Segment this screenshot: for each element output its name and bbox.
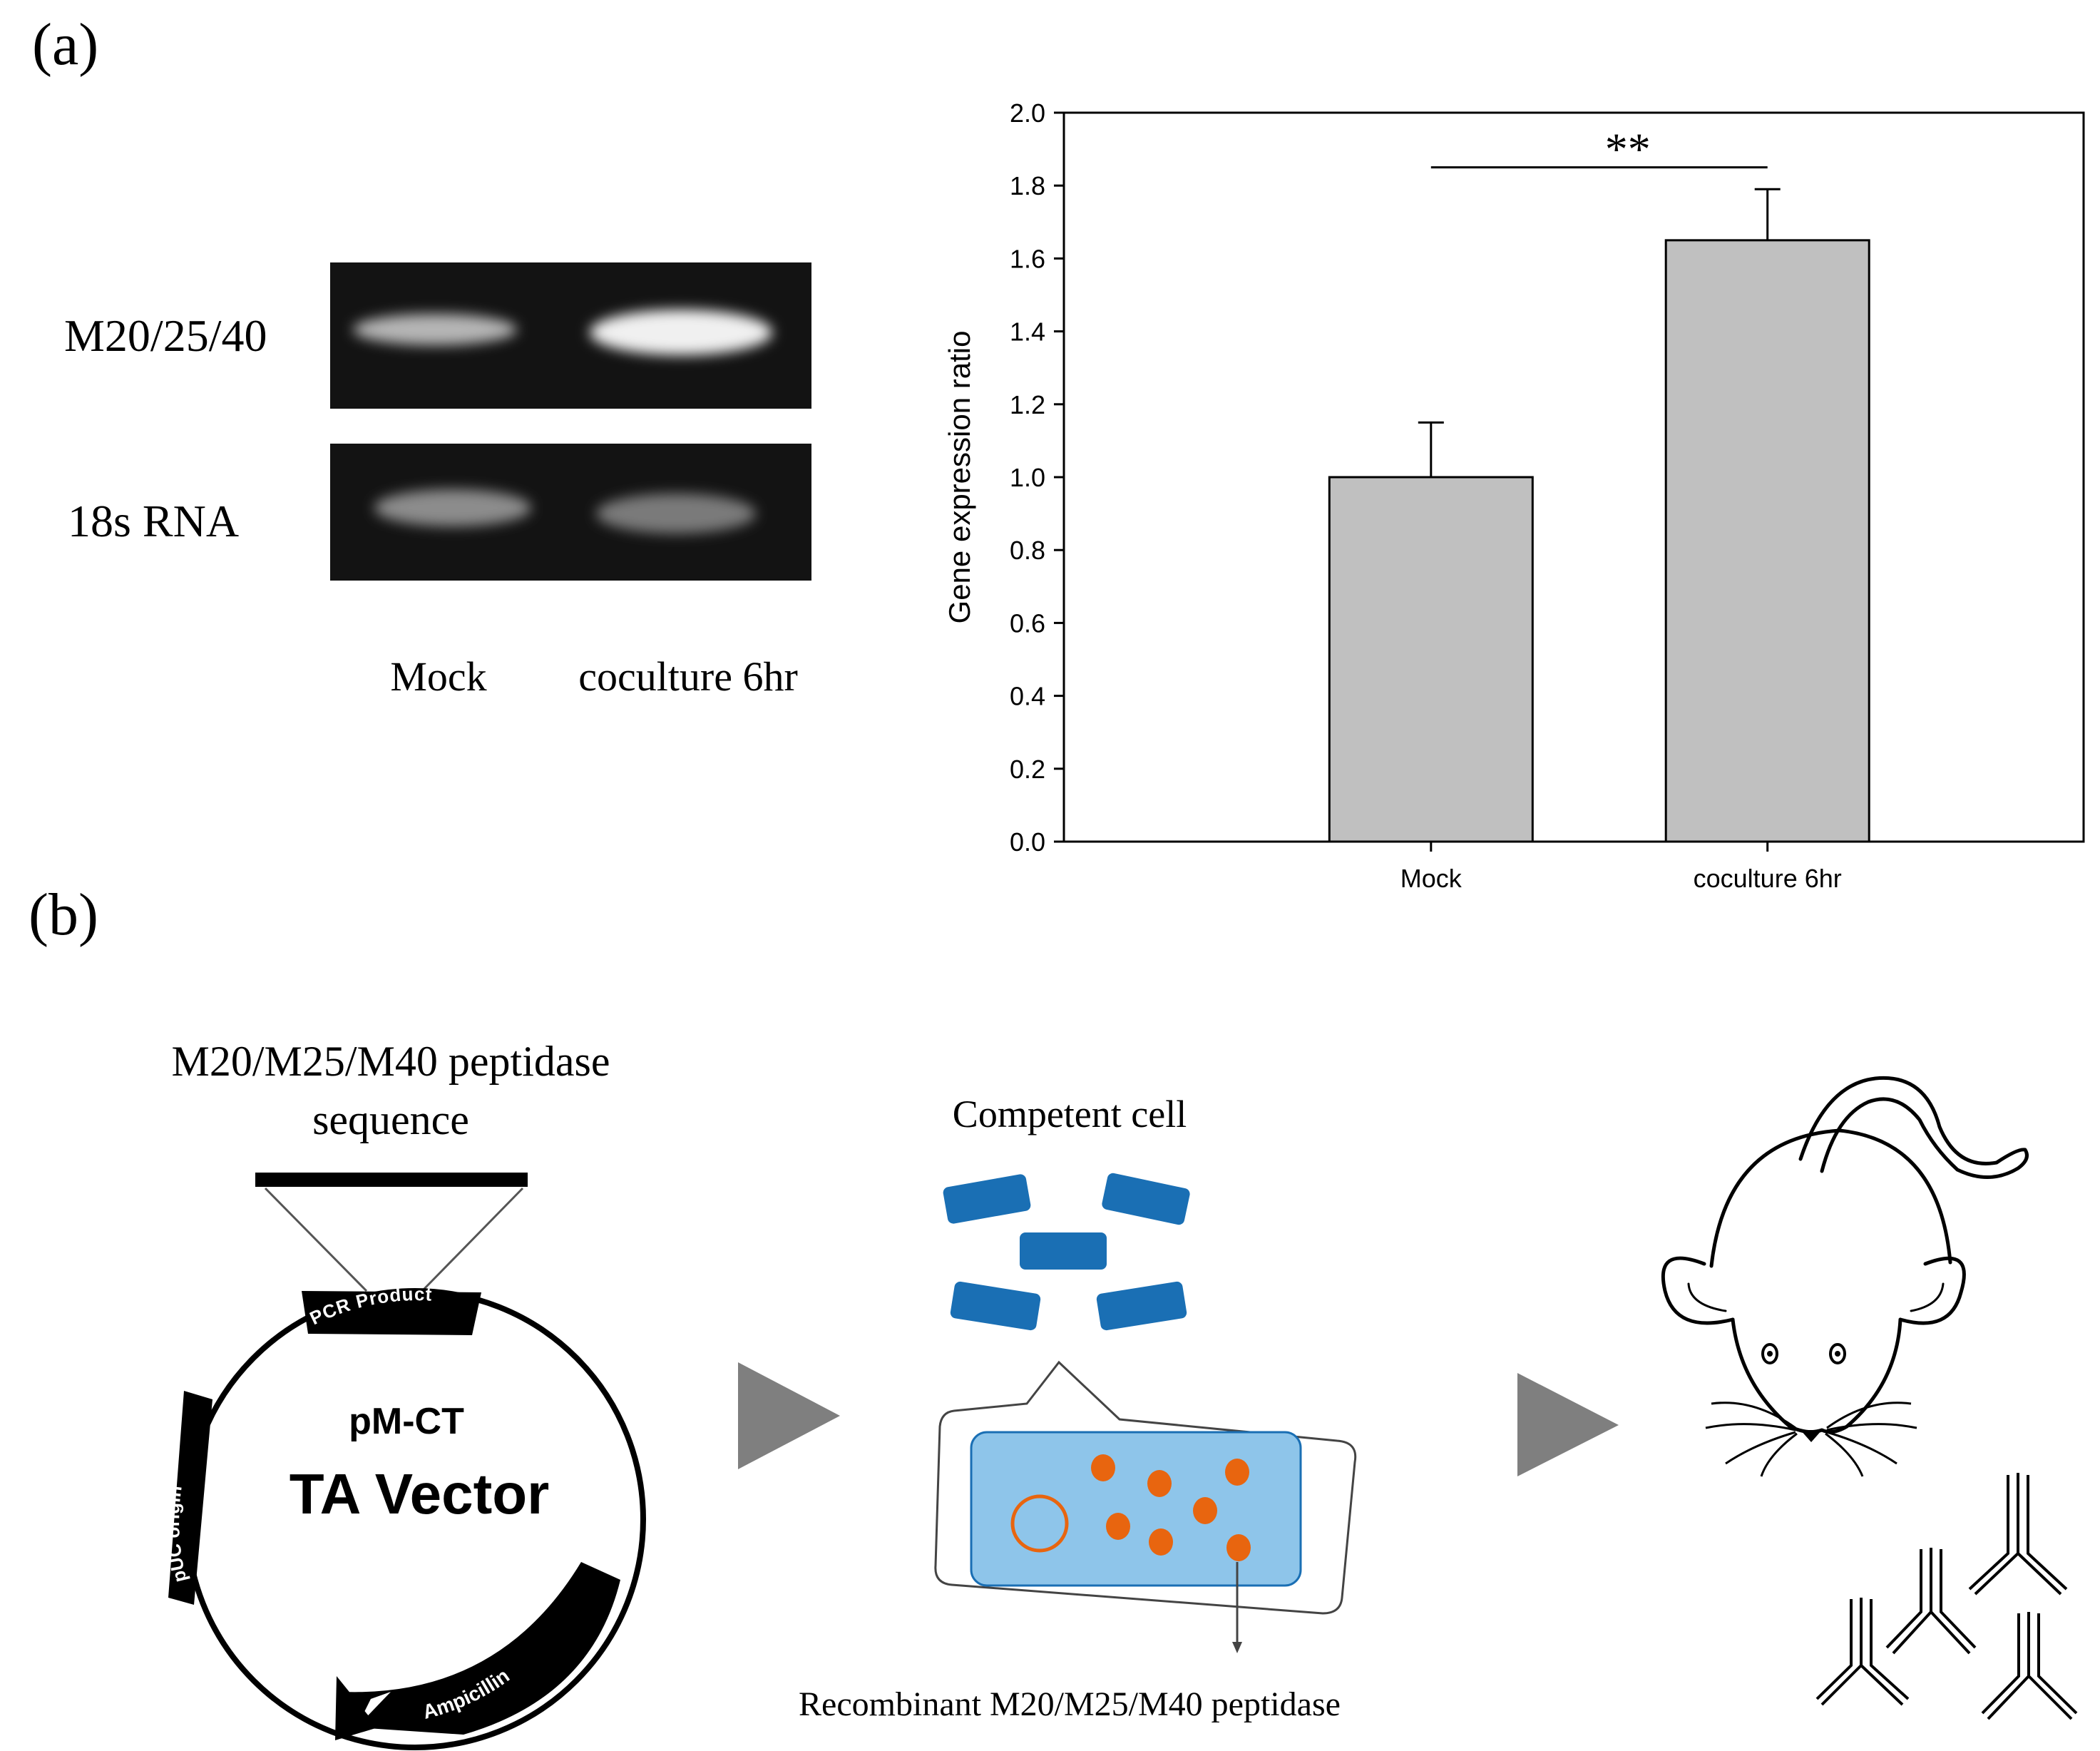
antibody-icon bbox=[1981, 1612, 2078, 1720]
gel-band-coculture-18s bbox=[596, 494, 756, 534]
mouse-icon bbox=[1661, 1076, 2029, 1434]
arrow-right-1 bbox=[738, 1362, 840, 1469]
panel-a-label: (a) bbox=[32, 11, 98, 78]
y-tick-label: 1.6 bbox=[1010, 244, 1045, 273]
y-tick-label: 0.0 bbox=[1010, 827, 1045, 857]
gel-band-mock-18s bbox=[374, 489, 531, 526]
recombinant-product-label: Recombinant M20/M25/M40 peptidase bbox=[799, 1685, 1341, 1723]
plasmid-map: PCR Product pUC origin Ampicillin pM-CT … bbox=[162, 1283, 646, 1750]
protein-dot bbox=[1226, 1534, 1251, 1561]
competent-cell bbox=[1096, 1281, 1187, 1331]
gel-row-label-m20: M20/25/40 bbox=[64, 310, 267, 361]
panel-b-label: (b) bbox=[29, 882, 98, 948]
mouse-ear-left-inner bbox=[1687, 1282, 1727, 1312]
ampicillin-arrowhead bbox=[335, 1676, 378, 1740]
y-tick-label: 0.6 bbox=[1010, 608, 1045, 638]
antibody-icon bbox=[1968, 1473, 2068, 1596]
recombinant-proteins bbox=[1091, 1454, 1251, 1561]
y-tick-label: 1.2 bbox=[1010, 390, 1045, 419]
y-tick-label: 1.4 bbox=[1010, 317, 1045, 347]
gel-row-label-18s: 18s RNA bbox=[68, 496, 239, 546]
bar bbox=[1664, 239, 1870, 843]
x-tick-label: coculture 6hr bbox=[1694, 864, 1842, 893]
mouse-ear-right bbox=[1898, 1256, 1966, 1325]
protein-dot bbox=[1149, 1528, 1173, 1556]
mouse-eye-left bbox=[1761, 1343, 1778, 1364]
gel-image bbox=[330, 262, 811, 581]
antibody-icon bbox=[1885, 1548, 1977, 1655]
bar-chart: 0.0 0.2 0.4 0.6 0.8 1.0 1.2 1.4 1.6 1.8 2.0 Mock co… bbox=[943, 98, 2085, 893]
origin-block bbox=[168, 1391, 212, 1605]
bar bbox=[1328, 476, 1534, 843]
protein-dot bbox=[1147, 1470, 1172, 1497]
y-tick-label: 1.8 bbox=[1010, 171, 1045, 200]
mouse-ear-left bbox=[1661, 1256, 1735, 1325]
protein-dot bbox=[1106, 1513, 1130, 1540]
significance-label: ** bbox=[1605, 124, 1651, 175]
mouse-body bbox=[1709, 1128, 1952, 1268]
y-tick-label: 0.4 bbox=[1010, 682, 1045, 711]
protein-dot bbox=[1193, 1497, 1217, 1524]
mouse-eye-right bbox=[1829, 1343, 1846, 1364]
plasmid-in-cell bbox=[1010, 1494, 1069, 1553]
product-pointer-head bbox=[1232, 1642, 1242, 1653]
competent-cell-title: Competent cell bbox=[953, 1093, 1187, 1135]
arrow-right-2 bbox=[1517, 1373, 1619, 1476]
insert-title-line2: sequence bbox=[312, 1096, 469, 1143]
competent-cell bbox=[1020, 1232, 1107, 1270]
chart-frame bbox=[1062, 111, 2085, 843]
x-tick-label: Mock bbox=[1400, 864, 1463, 893]
mouse-face bbox=[1705, 1343, 1917, 1477]
protein-dot bbox=[1091, 1454, 1115, 1481]
insert-sequence-bar bbox=[255, 1173, 528, 1187]
competent-cell bbox=[950, 1281, 1041, 1331]
cell-cytoplasm bbox=[970, 1431, 1302, 1587]
plasmid-name-line2: TA Vector bbox=[290, 1462, 550, 1526]
gel-lane-label-mock: Mock bbox=[390, 653, 486, 700]
insert-line-right bbox=[421, 1187, 524, 1292]
mouse-tail bbox=[1798, 1076, 2029, 1179]
y-tick-label: 0.2 bbox=[1010, 755, 1045, 784]
antibodies bbox=[1815, 1473, 2078, 1720]
y-axis-label: Gene expression ratio bbox=[943, 331, 976, 624]
y-tick-label: 1.0 bbox=[1010, 463, 1045, 492]
competent-cells bbox=[943, 1173, 1190, 1331]
ampicillin-block bbox=[342, 1562, 620, 1735]
mouse-head bbox=[1731, 1317, 1902, 1434]
plasmid-name-line1: pM-CT bbox=[349, 1401, 464, 1442]
competent-cell bbox=[943, 1174, 1031, 1224]
pcr-product-block bbox=[302, 1291, 481, 1335]
mouse-whiskers bbox=[1705, 1402, 1917, 1477]
insert-line-left bbox=[264, 1187, 368, 1292]
gel-band-coculture-m20 bbox=[590, 310, 772, 355]
antibody-icon bbox=[1815, 1598, 1910, 1706]
gel-band-mock-m20 bbox=[353, 314, 517, 345]
mouse-nose bbox=[1801, 1430, 1822, 1442]
y-tick-label: 2.0 bbox=[1010, 98, 1045, 128]
gel-lane-label-coculture: coculture 6hr bbox=[578, 653, 798, 700]
competent-cell bbox=[1102, 1173, 1190, 1225]
y-tick-label: 0.8 bbox=[1010, 536, 1045, 565]
insert-title-line1: M20/M25/M40 peptidase bbox=[172, 1038, 610, 1085]
mouse-ear-right-inner bbox=[1910, 1282, 1945, 1312]
protein-dot bbox=[1225, 1459, 1249, 1486]
